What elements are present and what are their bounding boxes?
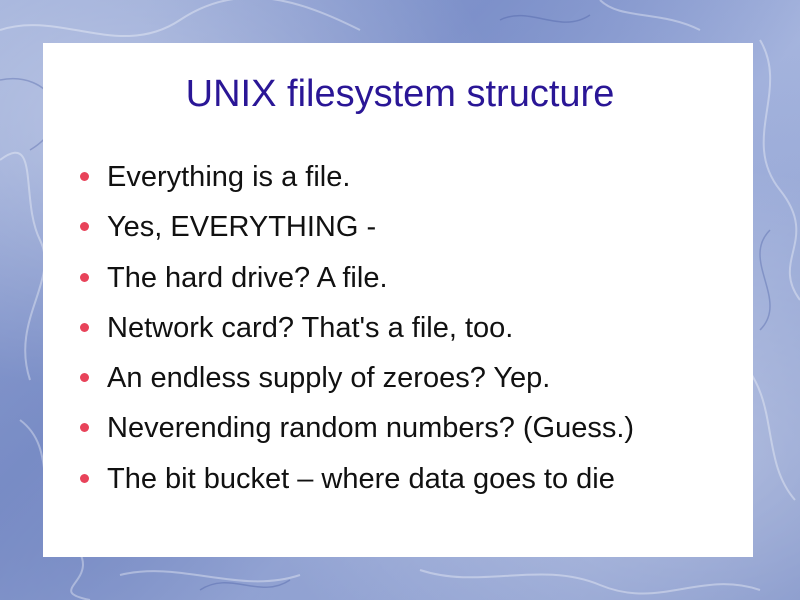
bullet-item: Yes, EVERYTHING - [78,205,634,255]
bullet-text: Yes, EVERYTHING - [107,211,377,244]
slide-content-panel [43,43,753,557]
bullet-item: Everything is a file. [78,155,634,205]
bullet-text: Everything is a file. [107,161,351,193]
bullet-item: Neverending random numbers? (Guess.) [78,406,634,456]
slide-title: UNIX filesystem structure [185,73,615,115]
bullet-text: An endless supply of zeroes? Yep. [107,362,551,395]
bullet-item: Network card? That's a file, too. [78,306,634,356]
bullet-text: The bit bucket – where data goes to die [107,462,615,495]
bullet-marker-icon [80,473,89,483]
bullet-marker-icon [80,272,89,282]
bullet-marker-icon [80,172,89,181]
bullet-item: The bit bucket – where data goes to die [78,457,634,507]
bullet-marker-icon [80,322,89,332]
bullet-text: Network card? That's a file, too. [107,311,514,344]
bullet-marker-icon [80,222,89,232]
bullet-item: An endless supply of zeroes? Yep. [78,356,634,406]
bullet-marker-icon [80,373,89,383]
bullet-text: The hard drive? A file. [107,261,388,294]
bullet-item: The hard drive? A file. [78,256,634,306]
bullet-text: Neverending random numbers? (Guess.) [107,412,635,445]
bullet-marker-icon [80,423,89,433]
bullet-list: Everything is a file. Yes, EVERYTHING - … [78,155,634,507]
